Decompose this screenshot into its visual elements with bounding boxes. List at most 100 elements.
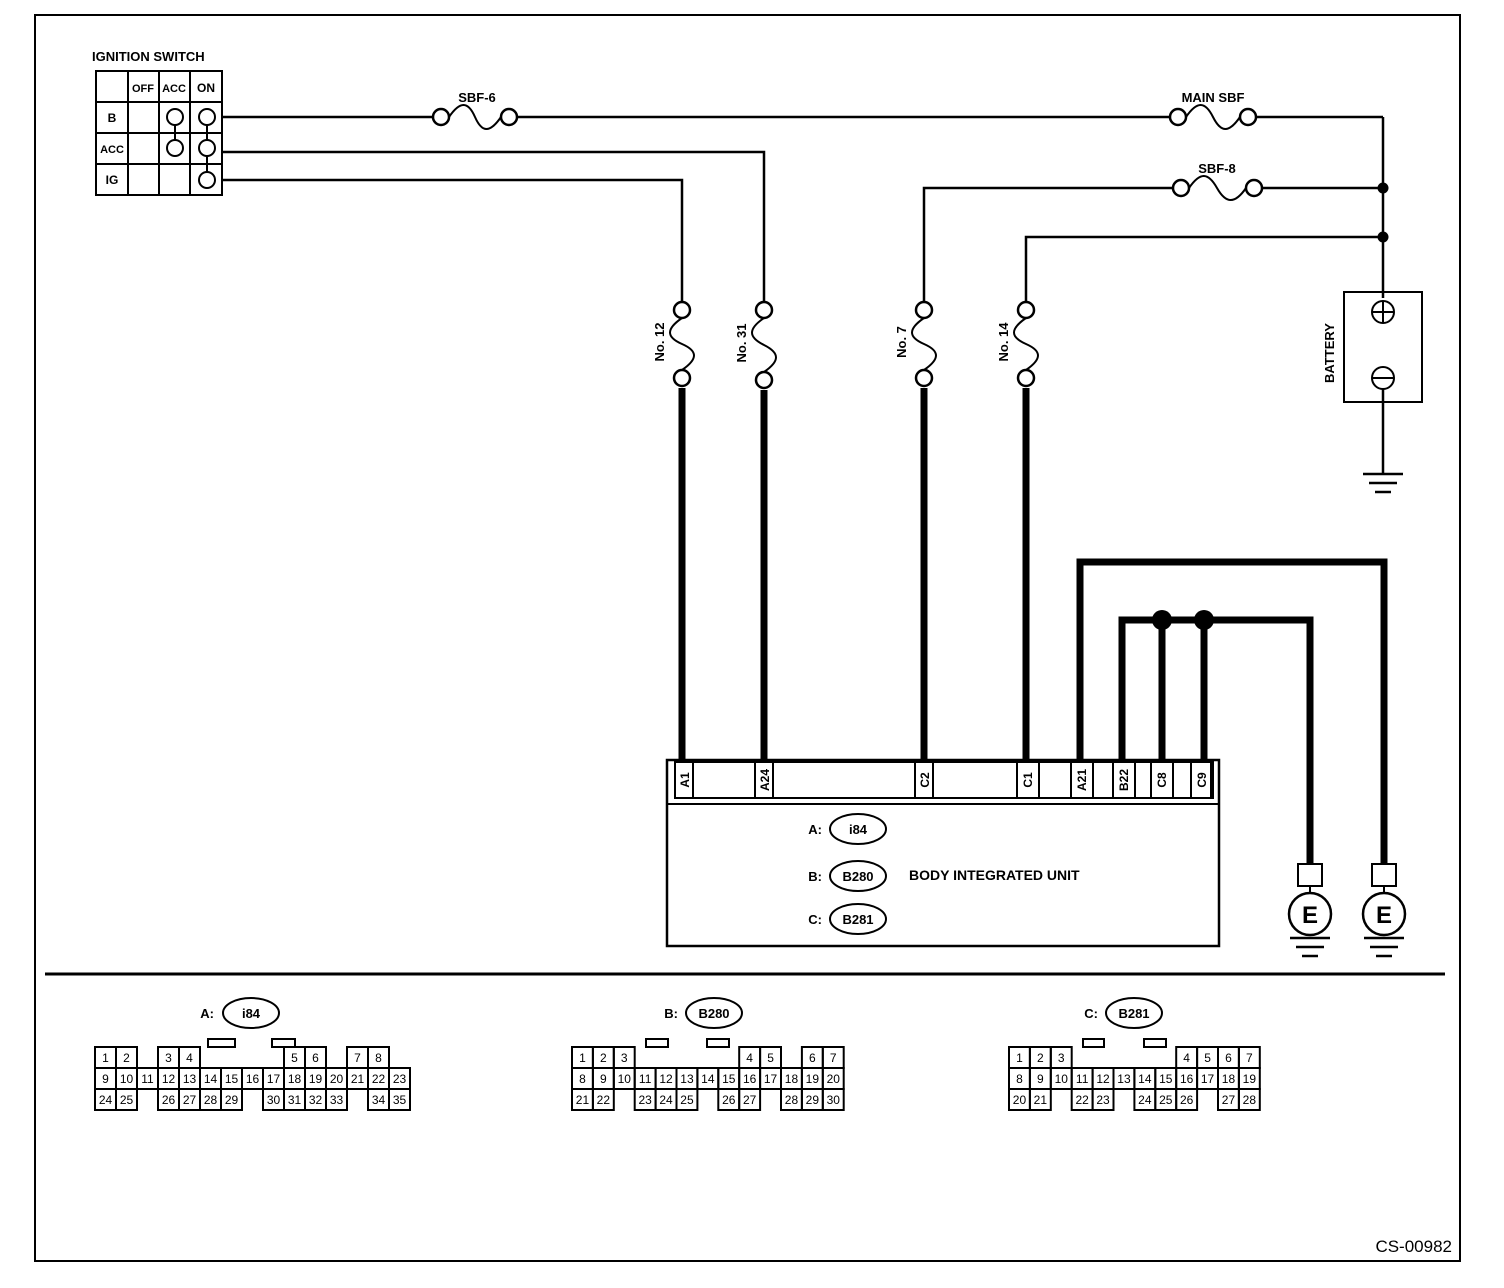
connector-pin-number: 15	[1159, 1072, 1173, 1086]
connector-pin-number: 29	[806, 1093, 820, 1107]
connector-pin-number: 17	[267, 1072, 281, 1086]
connector-pin-number: 5	[291, 1051, 298, 1065]
connector-view-code: B280	[698, 1006, 729, 1021]
switch-contact	[198, 171, 216, 189]
fuse-no31: No. 31	[734, 300, 777, 390]
connector-pin-number: 25	[680, 1093, 694, 1107]
connector-pin-number: 9	[600, 1072, 607, 1086]
connector-pin-number: 19	[1243, 1072, 1257, 1086]
connector-pin-number: 2	[600, 1051, 607, 1065]
connector-pin-number: 12	[659, 1072, 673, 1086]
connector-pin-number: 3	[165, 1051, 172, 1065]
connector-pin-number: 16	[1180, 1072, 1194, 1086]
connector-pin-number: 25	[1159, 1093, 1173, 1107]
harness-wires	[678, 388, 1388, 864]
connector-pin-number: 30	[267, 1093, 281, 1107]
connector-pin-number: 21	[1034, 1093, 1048, 1107]
connector-pin-number: 22	[1075, 1093, 1089, 1107]
connector-lock-tab	[271, 1038, 296, 1048]
switch-col-acc: ACC	[162, 83, 186, 95]
figure-id: CS-00982	[1375, 1237, 1452, 1256]
battery-label: BATTERY	[1322, 323, 1337, 383]
pin-c2: C2	[918, 772, 932, 788]
connector-pin-number: 20	[1013, 1093, 1027, 1107]
connector-pin-number: 24	[659, 1093, 673, 1107]
diagram-frame	[34, 14, 1461, 1262]
fuse-sbf8-label: SBF-8	[1198, 161, 1236, 176]
connector-pin-number: 4	[746, 1051, 753, 1065]
connector-pin-number: 7	[830, 1051, 837, 1065]
connector-pin-number: 6	[1225, 1051, 1232, 1065]
connector-pin-number: 2	[123, 1051, 130, 1065]
connector-pin-number: 19	[309, 1072, 323, 1086]
pin-c1: C1	[1021, 772, 1035, 788]
connector-pin-number: 26	[722, 1093, 736, 1107]
connector-pin-number: 13	[1117, 1072, 1131, 1086]
connector-lock-tab	[207, 1038, 236, 1048]
pin-a24: A24	[758, 769, 772, 791]
connector-pin-cell	[1237, 1088, 1261, 1111]
connector-pin-number: 27	[183, 1093, 197, 1107]
connector-pin-cell	[388, 1088, 411, 1111]
fuse-no14-label: No. 14	[996, 322, 1011, 362]
connector-pin-number: 28	[1243, 1093, 1257, 1107]
connector-pin-number: 32	[309, 1093, 323, 1107]
fuse-no12-label: No. 12	[652, 322, 667, 361]
connector-pin-number: 23	[1096, 1093, 1110, 1107]
connector-view-prefix: B:	[664, 1006, 678, 1021]
connector-pin-number: 23	[638, 1093, 652, 1107]
switch-col-on: ON	[197, 81, 215, 95]
connector-pin-number: 34	[372, 1093, 386, 1107]
fuse-no7-label: No. 7	[894, 326, 909, 358]
connector-view-prefix: A:	[200, 1006, 214, 1021]
connector-pin-cell	[325, 1088, 348, 1111]
switch-row-ig: IG	[106, 173, 119, 187]
switch-contact	[166, 108, 184, 126]
connector-pin-number: 16	[743, 1072, 757, 1086]
switch-contact	[166, 139, 184, 157]
pin-c9: C9	[1195, 772, 1209, 788]
connector-pin-number: 29	[225, 1093, 239, 1107]
switch-contact	[198, 139, 216, 157]
connector-view-prefix: C:	[1084, 1006, 1098, 1021]
connector-pin-number: 10	[618, 1072, 632, 1086]
ignition-switch-title: IGNITION SWITCH	[92, 49, 205, 64]
connector-pin-number: 18	[288, 1072, 302, 1086]
fuse-no7: No. 7	[894, 300, 937, 388]
unit-name: BODY INTEGRATED UNIT	[909, 867, 1080, 883]
fuse-sbf8: SBF-8	[1171, 161, 1264, 201]
junction-dot	[1377, 231, 1389, 243]
connector-pin-number: 8	[579, 1072, 586, 1086]
connector-pin-number: 35	[393, 1093, 407, 1107]
connector-pin-cell	[591, 1088, 615, 1111]
ground-point-1: E	[1287, 863, 1333, 958]
connector-pin-number: 20	[827, 1072, 841, 1086]
fuse-no14: No. 14	[996, 300, 1039, 388]
connector-pin-cell	[675, 1088, 699, 1111]
pin-b22: B22	[1117, 769, 1131, 791]
ground-point-label: E	[1302, 902, 1318, 929]
connector-pin-number: 8	[375, 1051, 382, 1065]
connector-pin-number: 24	[1138, 1093, 1152, 1107]
connector-pin-number: 4	[1183, 1051, 1190, 1065]
junction-dot	[1194, 610, 1214, 630]
unit-connector-prefix-c: C:	[808, 912, 822, 927]
fuse-sbf6: SBF-6	[431, 90, 519, 130]
connector-pin-number: 18	[785, 1072, 799, 1086]
connector-pin-number: 1	[1016, 1051, 1023, 1065]
ground-point-2: E	[1361, 863, 1407, 958]
connector-pin-number: 23	[393, 1072, 407, 1086]
fuse-main-sbf-label: MAIN SBF	[1182, 90, 1245, 105]
unit-connector-code-b: B280	[842, 869, 873, 884]
unit-connector-prefix-b: B:	[808, 869, 822, 884]
unit-connector-prefix-a: A:	[808, 822, 822, 837]
connector-view-code: B281	[1118, 1006, 1149, 1021]
ignition-switch: IGNITION SWITCH OFF ACC ON B ACC IG	[92, 49, 223, 196]
connector-pin-number: 26	[162, 1093, 176, 1107]
connector-pin-number: 1	[102, 1051, 109, 1065]
connector-pin-number: 11	[639, 1072, 652, 1086]
connector-pin-cell	[821, 1088, 845, 1111]
connector-pin-number: 27	[743, 1093, 757, 1107]
